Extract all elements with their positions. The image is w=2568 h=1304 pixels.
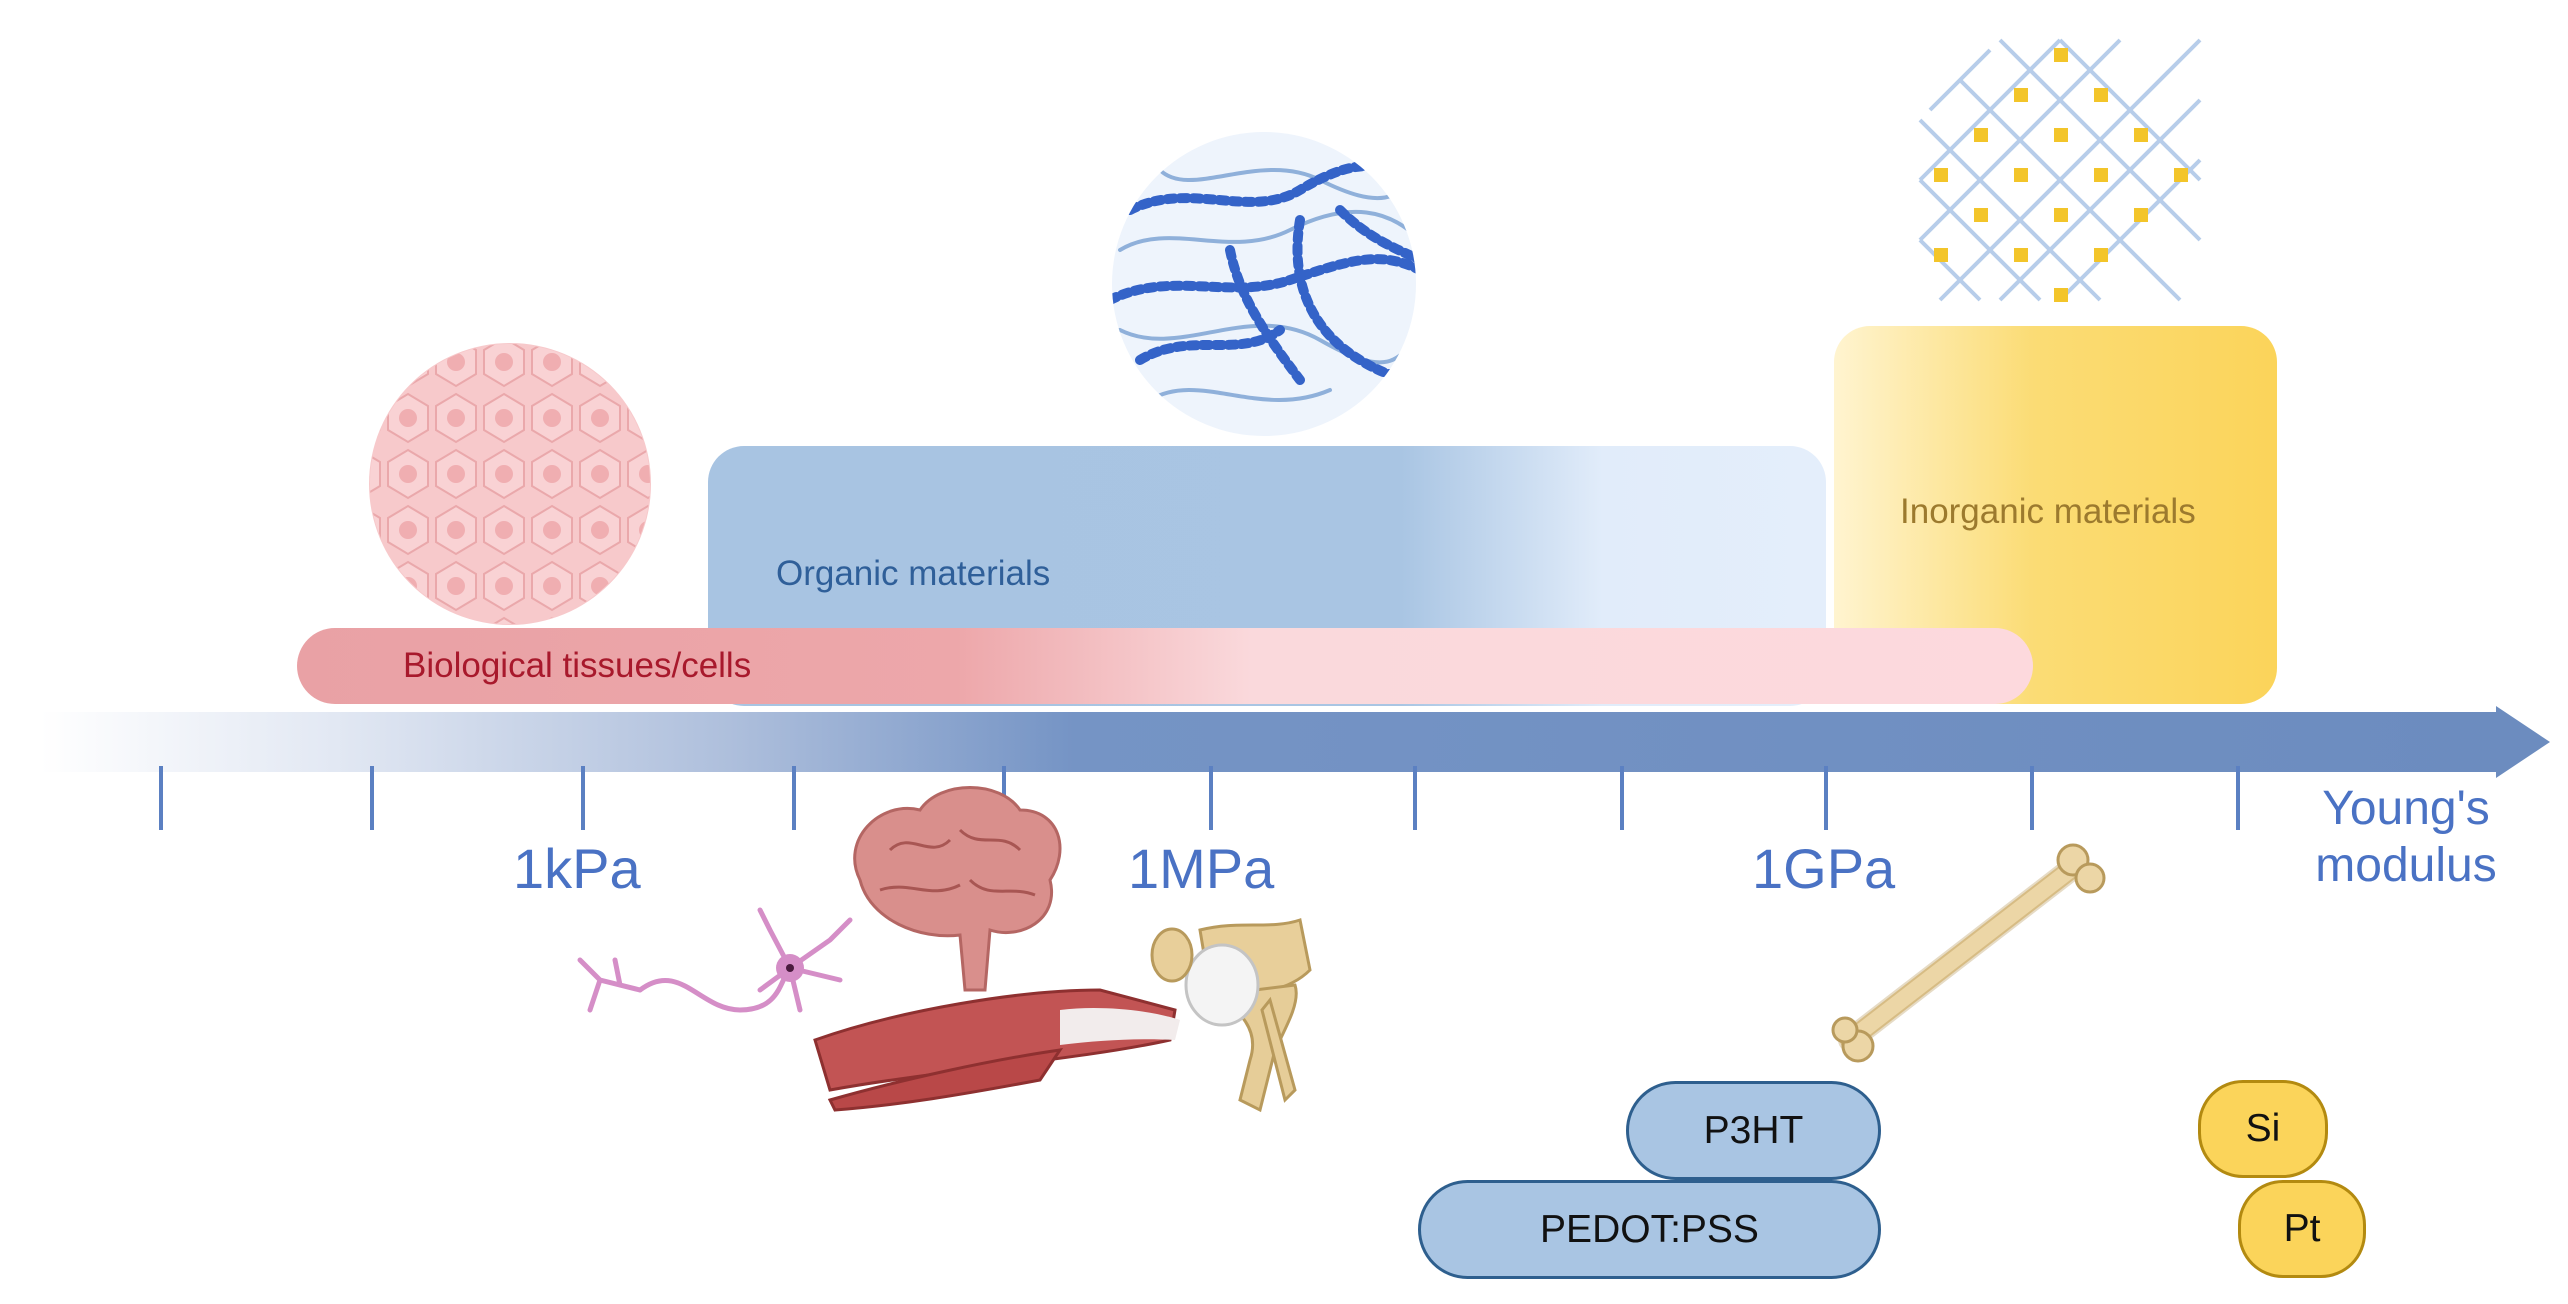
crystal-lattice-icon	[1918, 38, 2202, 302]
tick-label-1gpa: 1GPa	[1752, 837, 1896, 900]
biological-tissues-region	[297, 628, 2033, 704]
youngs-modulus-axis	[40, 706, 2550, 778]
axis-label-line1: Young's	[2322, 782, 2490, 835]
knee-joint-icon	[1150, 918, 1312, 1113]
neuron-icon	[577, 907, 853, 1013]
pedot-pss-pill: PEDOT:PSS	[1418, 1180, 1881, 1279]
bone-icon	[1831, 843, 2106, 1063]
axis-label-line2: modulus	[2315, 839, 2497, 892]
brain-icon	[853, 786, 1062, 992]
organic-materials-label: Organic materials	[776, 554, 1051, 593]
inorganic-materials-region	[1834, 326, 2277, 704]
inorganic-materials-label: Inorganic materials	[1900, 492, 2196, 531]
axis-ticks	[159, 766, 2240, 830]
p3ht-pill: P3HT	[1626, 1081, 1881, 1180]
pt-pill: Pt	[2238, 1180, 2366, 1278]
muscle-icon	[813, 988, 1180, 1112]
si-pill: Si	[2198, 1080, 2328, 1178]
tick-label-1kpa: 1kPa	[513, 837, 641, 900]
cell-tissue-icon	[369, 343, 651, 625]
axis-label: Young's modulus	[2298, 780, 2514, 894]
biological-tissues-label: Biological tissues/cells	[403, 646, 752, 685]
tick-label-1mpa: 1MPa	[1128, 837, 1275, 900]
polymer-chain-icon	[1112, 132, 1416, 436]
